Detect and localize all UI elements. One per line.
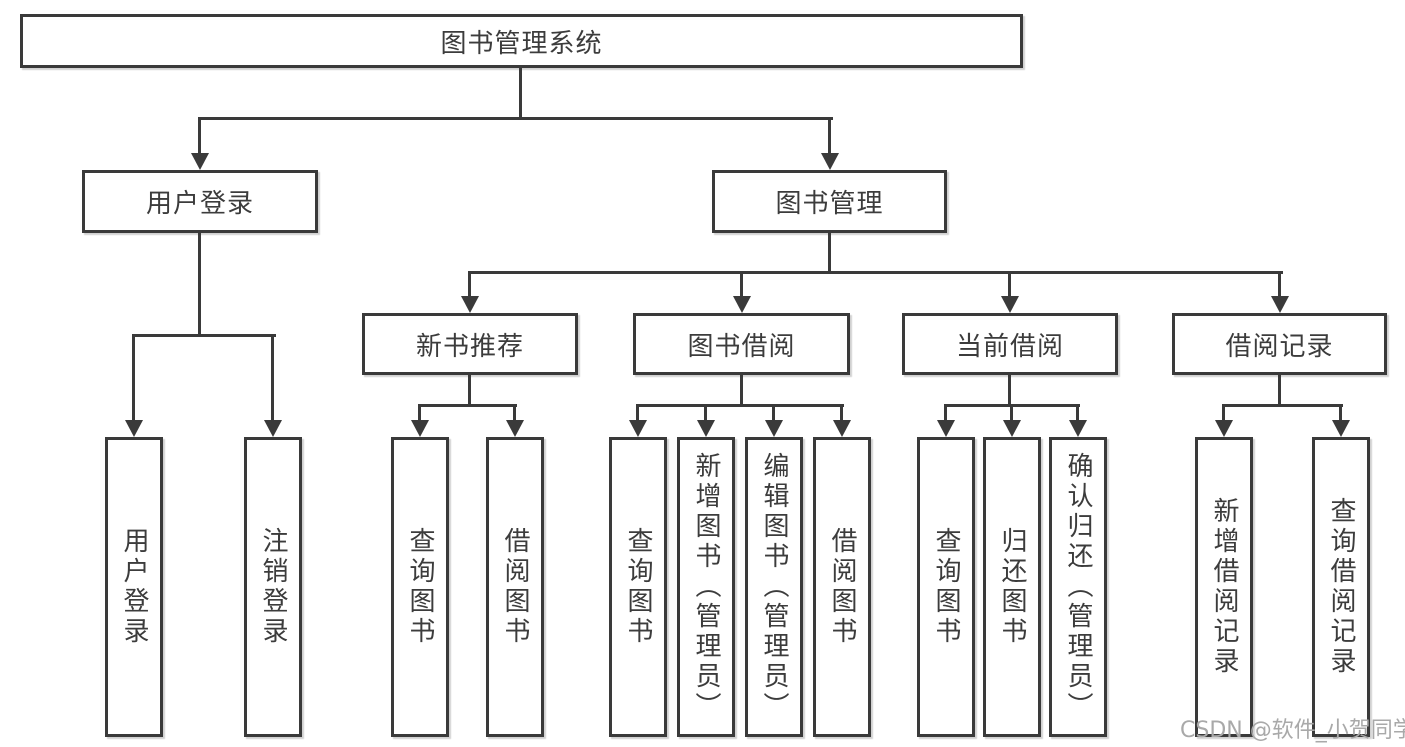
node-label: 新书推荐: [415, 331, 524, 362]
leaf-label: 确认归还（管理员）: [1063, 452, 1093, 722]
leaf-add-books-admin: 新增图书（管理员）: [677, 437, 735, 737]
connector-line: [1010, 404, 1013, 423]
leaf-label: 用户登录: [119, 527, 149, 647]
connector-line: [944, 404, 947, 423]
leaf-user-login: 用户登录: [105, 437, 163, 737]
connector-line: [198, 117, 833, 120]
connector-line: [1278, 271, 1281, 299]
arrow-down-icon: [1069, 420, 1087, 437]
node-book-borrow: 图书借阅: [633, 313, 850, 375]
connector-line: [636, 404, 639, 423]
arrow-down-icon: [1003, 420, 1021, 437]
connector-line: [513, 404, 516, 423]
leaf-edit-books-admin: 编辑图书（管理员）: [745, 437, 803, 737]
connector-line: [1076, 404, 1079, 423]
connector-line: [1008, 271, 1011, 299]
node-new-book-recommend: 新书推荐: [362, 313, 578, 375]
leaf-label: 借阅图书: [827, 527, 857, 647]
leaf-label: 查询图书: [623, 527, 653, 647]
arrow-down-icon: [411, 420, 429, 437]
connector-line: [1339, 404, 1342, 423]
leaf-query-books-recommend: 查询图书: [391, 437, 449, 737]
leaf-query-borrow-record: 查询借阅记录: [1312, 437, 1370, 737]
arrow-down-icon: [191, 153, 209, 170]
node-label: 图书借阅: [687, 331, 796, 362]
connector-line: [1222, 404, 1343, 407]
arrow-down-icon: [733, 296, 751, 313]
node-book-management: 图书管理: [712, 170, 947, 233]
arrow-down-icon: [125, 420, 143, 437]
leaf-label: 新增借阅记录: [1209, 497, 1239, 677]
leaf-return-books: 归还图书: [983, 437, 1041, 737]
connector-line: [468, 271, 471, 299]
leaf-borrow-books: 借阅图书: [813, 437, 871, 737]
connector-line: [828, 233, 831, 274]
leaf-label: 查询图书: [931, 527, 961, 647]
arrow-down-icon: [506, 420, 524, 437]
leaf-confirm-return-admin: 确认归还（管理员）: [1049, 437, 1107, 737]
connector-line: [271, 334, 274, 423]
leaf-borrow-books-recommend: 借阅图书: [486, 437, 544, 737]
node-current-borrow: 当前借阅: [902, 313, 1118, 375]
connector-line: [468, 271, 1283, 274]
connector-line: [772, 404, 775, 423]
connector-line: [740, 271, 743, 299]
node-label: 图书管理: [775, 189, 884, 219]
connector-line: [704, 404, 707, 423]
node-label: 当前借阅: [955, 331, 1064, 362]
leaf-label: 借阅图书: [500, 527, 530, 647]
leaf-query-books-borrow: 查询图书: [609, 437, 667, 737]
node-root: 图书管理系统: [20, 14, 1023, 68]
connector-line: [828, 117, 831, 156]
connector-line: [740, 375, 743, 407]
connector-line: [519, 68, 522, 120]
leaf-label: 新增图书（管理员）: [691, 452, 721, 722]
leaf-label: 编辑图书（管理员）: [759, 452, 789, 722]
arrow-down-icon: [1215, 420, 1233, 437]
leaf-add-borrow-record: 新增借阅记录: [1195, 437, 1253, 737]
arrow-down-icon: [1001, 296, 1019, 313]
arrow-down-icon: [461, 296, 479, 313]
arrow-down-icon: [937, 420, 955, 437]
arrow-down-icon: [821, 153, 839, 170]
leaf-label: 注销登录: [258, 527, 288, 647]
arrow-down-icon: [765, 420, 783, 437]
node-label: 借阅记录: [1225, 331, 1334, 362]
node-label: 图书管理系统: [440, 28, 603, 59]
arrow-down-icon: [697, 420, 715, 437]
node-borrow-records: 借阅记录: [1172, 313, 1387, 375]
connector-line: [468, 375, 471, 407]
leaf-label: 查询借阅记录: [1326, 497, 1356, 677]
node-user-login: 用户登录: [82, 170, 318, 233]
connector-line: [1222, 404, 1225, 423]
arrow-down-icon: [264, 420, 282, 437]
leaf-label: 归还图书: [997, 527, 1027, 647]
leaf-query-books-current: 查询图书: [917, 437, 975, 737]
node-label: 用户登录: [145, 189, 254, 219]
arrow-down-icon: [1271, 296, 1289, 313]
connector-line: [636, 404, 844, 407]
leaf-label: 查询图书: [405, 527, 435, 647]
connector-line: [198, 117, 201, 156]
connector-line: [132, 334, 276, 337]
arrow-down-icon: [833, 420, 851, 437]
connector-line: [198, 233, 201, 337]
arrow-down-icon: [1332, 420, 1350, 437]
connector-line: [840, 404, 843, 423]
leaf-logout: 注销登录: [244, 437, 302, 737]
arrow-down-icon: [629, 420, 647, 437]
connector-line: [418, 404, 421, 423]
connector-line: [1278, 375, 1281, 407]
connector-line: [132, 334, 135, 423]
connector-line: [418, 404, 517, 407]
connector-line: [1008, 375, 1011, 407]
csdn-watermark: CSDN @软件_小贺同学: [1180, 718, 1405, 743]
